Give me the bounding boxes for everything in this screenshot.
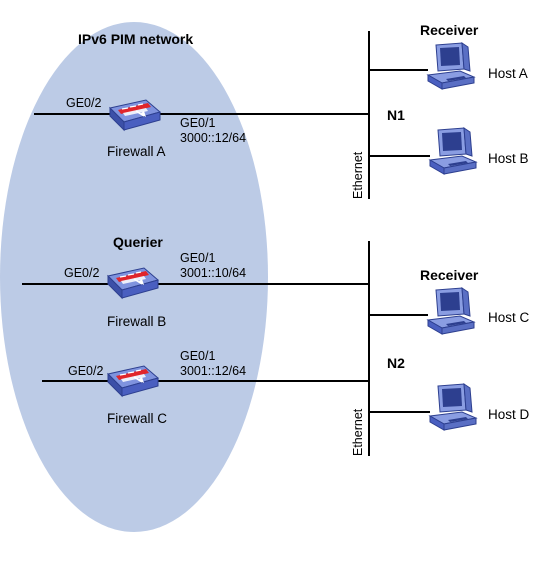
firewall-b-uplink-label: GE0/1 — [180, 251, 215, 265]
segment-n2-medium: Ethernet — [351, 408, 365, 456]
segment-n1-medium: Ethernet — [351, 151, 365, 199]
firewall-a-uplink-ip: 3000::12/64 — [180, 131, 246, 145]
segment-n1-label: N1 — [387, 107, 405, 123]
host-c-name: Host C — [488, 310, 530, 325]
firewall-a-downlink-label: GE0/2 — [66, 96, 101, 110]
firewall-a-name: Firewall A — [107, 144, 166, 159]
firewall-c-uplink-label: GE0/1 — [180, 349, 215, 363]
host-b-name: Host B — [488, 151, 529, 166]
host-b-icon — [429, 127, 477, 175]
firewall-a-uplink-label: GE0/1 — [180, 116, 215, 130]
host-c-icon — [427, 287, 475, 335]
segment-n2-label: N2 — [387, 355, 405, 371]
firewall-b-name: Firewall B — [107, 314, 166, 329]
host-a-icon — [427, 42, 475, 90]
host-d-name: Host D — [488, 407, 530, 422]
firewall-c-downlink-label: GE0/2 — [68, 364, 103, 378]
host-a-name: Host A — [488, 66, 528, 81]
receiver-n2-label: Receiver — [420, 267, 479, 283]
network-title: IPv6 PIM network — [78, 31, 193, 47]
host-d-icon — [429, 383, 477, 431]
firewall-c-uplink-ip: 3001::12/64 — [180, 364, 246, 378]
receiver-n1-label: Receiver — [420, 22, 479, 38]
firewall-b-role: Querier — [113, 234, 163, 250]
firewall-b-uplink-ip: 3001::10/64 — [180, 266, 246, 280]
firewall-b-downlink-label: GE0/2 — [64, 266, 99, 280]
firewall-c-name: Firewall C — [107, 411, 167, 426]
